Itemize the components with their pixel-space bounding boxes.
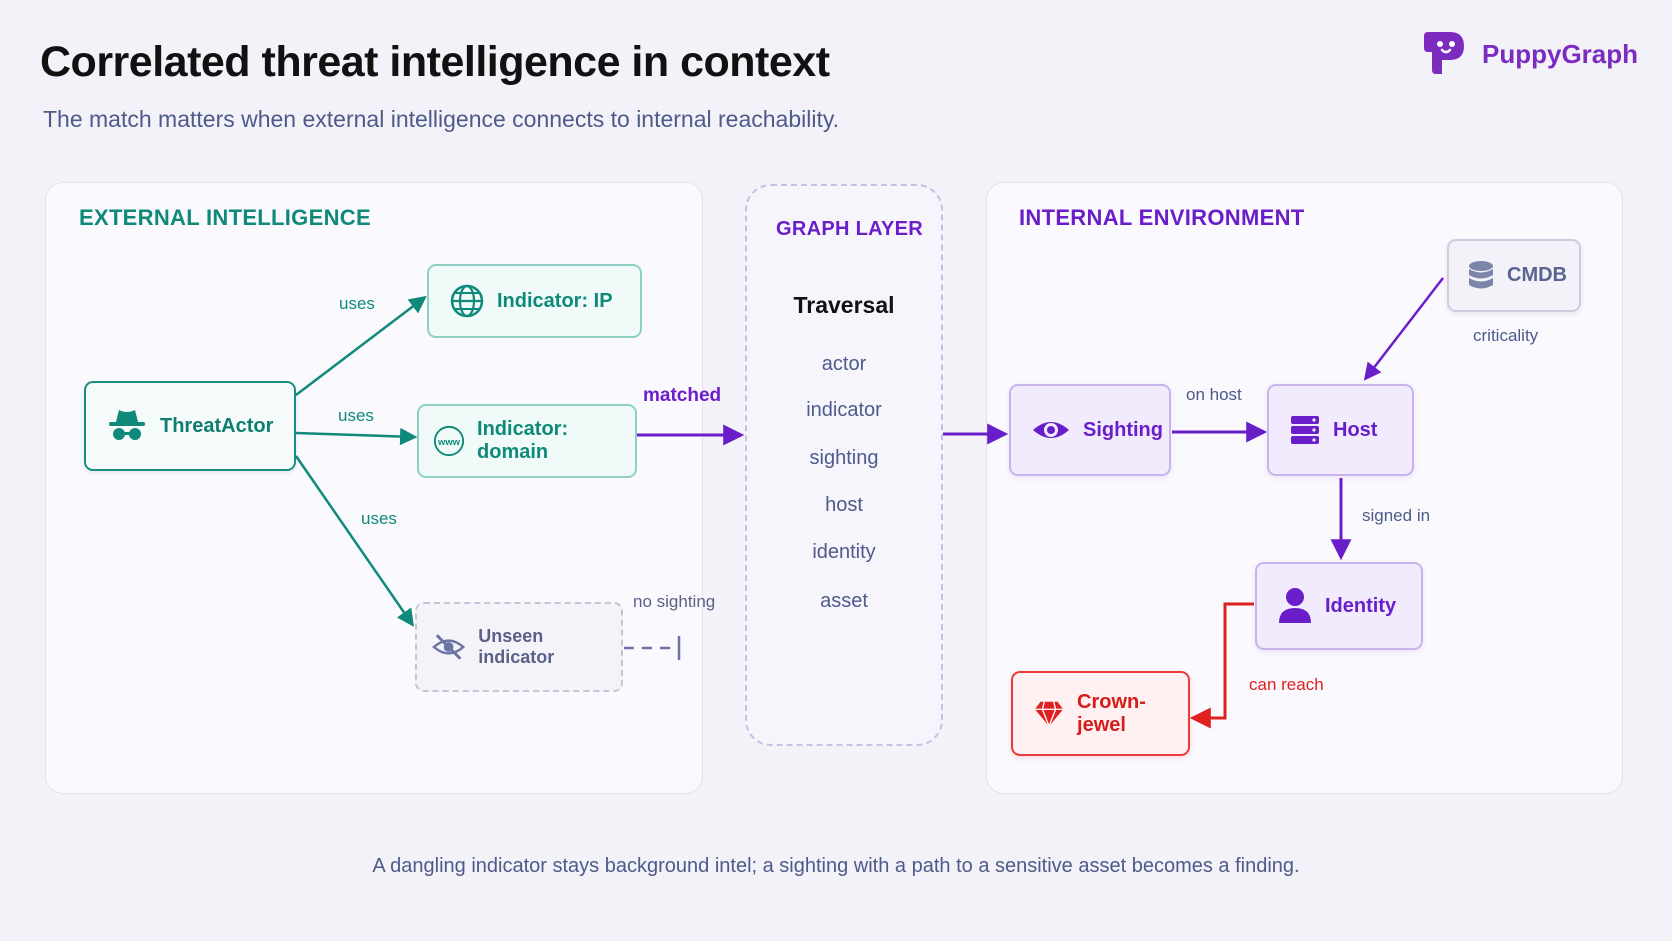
- external-section-label: EXTERNAL INTELLIGENCE: [79, 205, 371, 230]
- node-unseen-indicator[interactable]: Unseen indicator: [415, 602, 623, 692]
- edge-label-can-reach: can reach: [1249, 675, 1324, 694]
- edge-label-no-sighting: no sighting: [633, 592, 716, 611]
- graph-layer-panel: [745, 184, 943, 746]
- database-icon: [1469, 260, 1493, 288]
- node-crown-jewel[interactable]: Crown-jewel: [1011, 671, 1190, 756]
- traversal-heading: Traversal: [793, 292, 895, 318]
- node-sighting[interactable]: Sighting: [1009, 384, 1171, 476]
- svg-text:www: www: [437, 436, 461, 447]
- edge-uses-domain: [295, 427, 418, 446]
- eye-off-icon: [432, 634, 466, 660]
- edge-uses-ip: [295, 295, 427, 396]
- traversal-step: host: [825, 494, 863, 516]
- gem-icon: [1034, 701, 1064, 727]
- sighting-label: Sighting: [1083, 418, 1163, 441]
- unseen-indicator-label: Unseen indicator: [478, 626, 555, 667]
- edge-label-matched: matched: [643, 385, 722, 406]
- edge-label-uses-ip: uses: [339, 294, 375, 313]
- traversal-step: sighting: [809, 447, 879, 469]
- edge-uses-unseen: [294, 455, 414, 627]
- eye-icon: [1033, 422, 1069, 438]
- node-threat-actor[interactable]: ThreatActor: [84, 381, 296, 471]
- spy-icon: [109, 410, 145, 440]
- node-host[interactable]: Host: [1267, 384, 1414, 476]
- traversal-step: identity: [812, 541, 876, 563]
- node-identity[interactable]: Identity: [1255, 562, 1423, 650]
- traversal-step: asset: [820, 590, 868, 612]
- cmdb-label: CMDB: [1507, 264, 1567, 286]
- crown-jewel-label: Crown-jewel: [1077, 690, 1146, 736]
- indicator-ip-label: Indicator: IP: [497, 289, 613, 312]
- edge-label-on-host: on host: [1186, 385, 1242, 404]
- node-indicator-ip[interactable]: Indicator: IP: [427, 264, 642, 338]
- brand-name: PuppyGraph: [1482, 38, 1639, 69]
- internal-section-label: INTERNAL ENVIRONMENT: [1019, 205, 1305, 230]
- edge-can-reach: [1189, 602, 1254, 729]
- www-icon: www: [433, 425, 465, 457]
- indicator-domain-label: Indicator: domain: [477, 418, 569, 463]
- puppygraph-logo-icon: [1424, 32, 1464, 74]
- brand-logo: PuppyGraph: [1420, 30, 1638, 78]
- server-icon: [1291, 416, 1319, 444]
- edge-criticality: [1363, 277, 1444, 381]
- host-label: Host: [1333, 418, 1378, 441]
- edge-label-uses-domain: uses: [338, 406, 374, 425]
- footer-caption: A dangling indicator stays background in…: [372, 855, 1300, 877]
- user-icon: [1279, 588, 1311, 623]
- edge-label-uses-unseen: uses: [361, 509, 397, 528]
- traversal-step: actor: [821, 353, 867, 375]
- node-indicator-domain[interactable]: www Indicator: domain: [417, 404, 637, 478]
- traversal-step: indicator: [806, 399, 882, 421]
- identity-label: Identity: [1325, 594, 1397, 617]
- page-subtitle: The match matters when external intellig…: [43, 106, 840, 132]
- page-title: Correlated threat intelligence in contex…: [40, 38, 830, 86]
- edge-label-criticality: criticality: [1473, 326, 1539, 345]
- graph-layer-label: GRAPH LAYER: [776, 218, 924, 240]
- threat-actor-label: ThreatActor: [160, 414, 274, 437]
- edge-label-signed-in: signed in: [1362, 506, 1431, 525]
- globe-icon: [450, 284, 484, 318]
- node-cmdb[interactable]: CMDB: [1447, 239, 1581, 312]
